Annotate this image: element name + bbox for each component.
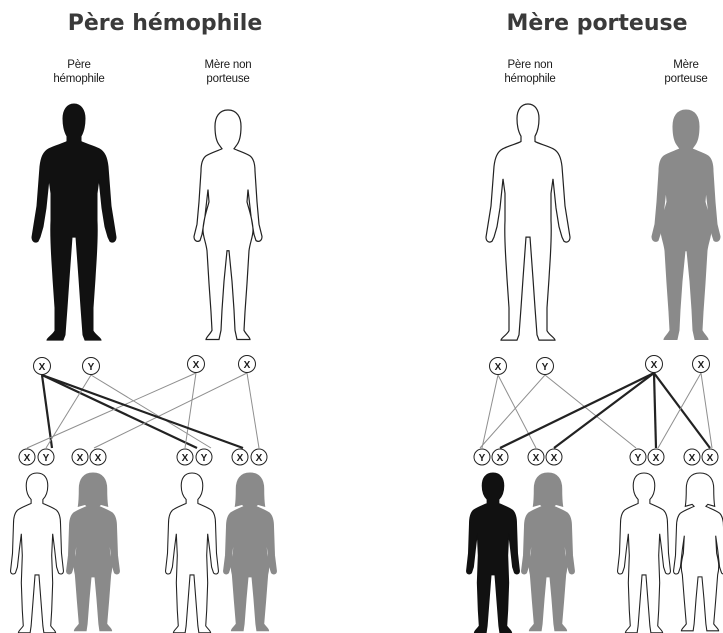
svg-text:Y: Y [479, 453, 486, 464]
mother-label-line2: porteuse [664, 73, 707, 85]
father-label-line1: Père [67, 59, 91, 71]
svg-text:X: X [256, 453, 263, 464]
father-label-line2: hémophile [504, 73, 555, 85]
mother-chromosome-x1: X [645, 355, 663, 373]
svg-text:Y: Y [43, 453, 50, 464]
svg-text:X: X [495, 362, 502, 373]
svg-text:X: X [707, 453, 714, 464]
svg-text:X: X [651, 360, 658, 371]
mother-label-line2: porteuse [206, 73, 249, 85]
svg-text:Y: Y [88, 362, 95, 373]
svg-text:X: X [77, 453, 84, 464]
mother-figure-carrier [651, 109, 721, 341]
svg-text:X: X [24, 453, 31, 464]
father-label-line2: hémophile [53, 73, 104, 85]
mother-chromosome-x2: X [692, 355, 710, 373]
father-chromosome-x: X [33, 357, 51, 375]
inheritance-lines [479, 372, 713, 449]
child4-girl-unaffected [673, 472, 723, 632]
svg-text:Y: Y [542, 362, 549, 373]
child1-chromosomes: Y X [473, 448, 509, 466]
father-figure-unaffected [485, 103, 571, 341]
child3-chromosomes: Y X [629, 448, 665, 466]
panel-title: Père hémophile [68, 11, 263, 36]
child1-boy-affected [466, 472, 520, 633]
inheritance-lines [26, 372, 260, 450]
svg-text:X: X [193, 360, 200, 371]
svg-text:X: X [39, 362, 46, 373]
svg-text:X: X [533, 453, 540, 464]
svg-text:X: X [182, 453, 189, 464]
panel-mere-porteuse: Mère porteuse Père non hémophile Mère po… [466, 11, 723, 633]
svg-text:X: X [551, 453, 558, 464]
child2-girl-carrier [66, 472, 120, 632]
child3-chromosomes: X Y [176, 448, 213, 466]
father-chromosome-x: X [489, 357, 507, 375]
mother-chromosome-x2: X [238, 355, 256, 373]
father-chromosome-y: Y [82, 357, 100, 375]
child1-boy-unaffected [10, 472, 64, 633]
child2-chromosomes: X X [71, 448, 107, 466]
svg-text:X: X [689, 453, 696, 464]
child4-chromosomes: X X [683, 448, 719, 466]
svg-text:Y: Y [201, 453, 208, 464]
father-chromosome-y: Y [536, 357, 554, 375]
svg-text:X: X [698, 360, 705, 371]
child4-girl-carrier [223, 472, 277, 632]
father-figure-affected [31, 103, 117, 341]
child2-girl-carrier [521, 472, 575, 632]
mother-chromosome-x1: X [187, 355, 205, 373]
mother-figure-unaffected [193, 109, 263, 341]
child1-chromosomes: X Y [18, 448, 55, 466]
svg-text:X: X [497, 453, 504, 464]
mother-label-line1: Mère non [205, 59, 252, 71]
child4-chromosomes: X X [231, 448, 268, 466]
svg-text:X: X [653, 453, 660, 464]
svg-text:Y: Y [635, 453, 642, 464]
panel-title: Mère porteuse [506, 11, 687, 36]
svg-text:X: X [95, 453, 102, 464]
mother-label-line1: Mère [673, 59, 698, 71]
father-label-line1: Père non [507, 59, 552, 71]
svg-text:X: X [237, 453, 244, 464]
svg-text:X: X [244, 360, 251, 371]
panel-pere-hemophile: Père hémophile Père hémophile Mère non p… [10, 11, 277, 633]
child3-boy-unaffected [165, 472, 219, 633]
child3-boy-unaffected [617, 472, 671, 633]
child2-chromosomes: X X [527, 448, 563, 466]
